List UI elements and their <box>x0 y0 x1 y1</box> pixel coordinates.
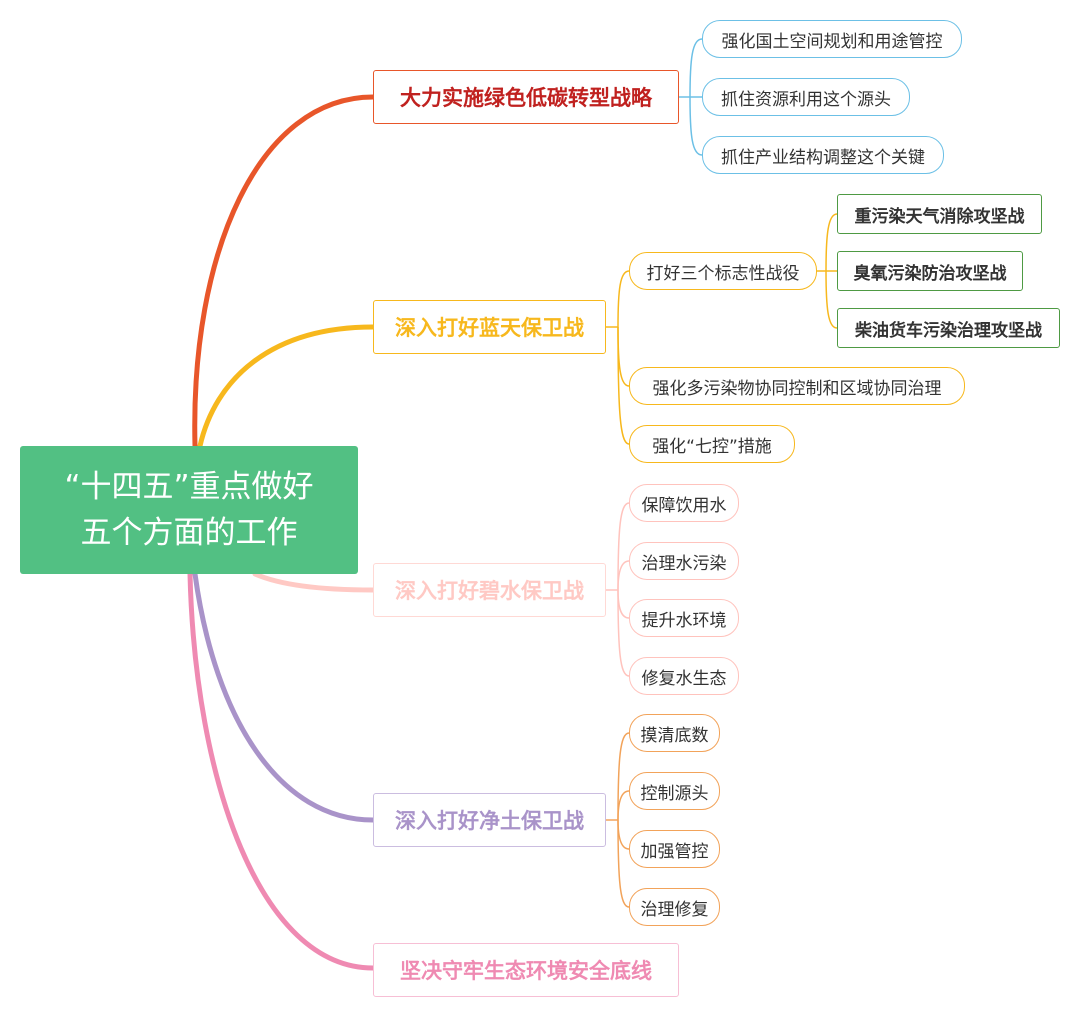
topic-clean-soil-label: 深入打好净土保卫战 <box>395 809 584 833</box>
connector-group-clear-water <box>606 502 630 677</box>
connector-group-lowcarbon <box>679 38 703 156</box>
leaf-label: 臭氧污染防治攻坚战 <box>853 263 1007 284</box>
root-line-1: “十四五”重点做好 <box>64 469 314 505</box>
subtopic-remediation[interactable]: 治理修复 <box>629 888 720 926</box>
connector-clean-soil <box>192 571 376 823</box>
topic-blue-sky-label: 深入打好蓝天保卫战 <box>395 316 584 340</box>
root-topic[interactable]: “十四五”重点做好 五个方面的工作 <box>20 446 358 574</box>
subtopic-label: 加强管控 <box>640 841 709 862</box>
subtopic-label: 保障饮用水 <box>641 495 727 516</box>
subtopic-three-battles[interactable]: 打好三个标志性战役 <box>629 252 817 290</box>
subtopic-water-pollution[interactable]: 治理水污染 <box>629 542 739 580</box>
root-line-2: 五个方面的工作 <box>80 515 298 551</box>
subtopic-drinking-water[interactable]: 保障饮用水 <box>629 484 739 522</box>
leaf-ozone-battle[interactable]: 臭氧污染防治攻坚战 <box>837 251 1023 291</box>
subtopic-label: 摸清底数 <box>640 725 709 746</box>
topic-ecology-safety-label: 坚决守牢生态环境安全底线 <box>400 959 652 983</box>
subtopic-water-environment[interactable]: 提升水环境 <box>629 599 739 637</box>
subtopic-label: 强化国土空间规划和用途管控 <box>721 31 943 52</box>
subtopic-multi-pollutant[interactable]: 强化多污染物协同控制和区域协同治理 <box>629 367 965 405</box>
subtopic-label: 治理修复 <box>640 899 709 920</box>
topic-green-lowcarbon-label: 大力实施绿色低碳转型战略 <box>400 86 652 110</box>
topic-ecology-safety[interactable]: 坚决守牢生态环境安全底线 <box>373 943 679 997</box>
topic-clear-water[interactable]: 深入打好碧水保卫战 <box>373 563 606 617</box>
subtopic-label: 控制源头 <box>640 783 709 804</box>
subtopic-label: 打好三个标志性战役 <box>646 263 800 284</box>
topic-blue-sky[interactable]: 深入打好蓝天保卫战 <box>373 300 606 354</box>
leaf-label: 重污染天气消除攻坚战 <box>854 206 1025 227</box>
subtopic-source-control[interactable]: 控制源头 <box>629 772 720 810</box>
leaf-diesel-truck-battle[interactable]: 柴油货车污染治理攻坚战 <box>837 308 1060 348</box>
subtopic-label: 强化“七控”措施 <box>652 436 772 457</box>
connector-group-clean-soil <box>606 732 630 908</box>
subtopic-industrial-structure[interactable]: 抓住产业结构调整这个关键 <box>702 136 944 174</box>
subtopic-land-planning[interactable]: 强化国土空间规划和用途管控 <box>702 20 962 58</box>
subtopic-label: 抓住资源利用这个源头 <box>721 89 891 110</box>
subtopic-water-ecology[interactable]: 修复水生态 <box>629 657 739 695</box>
connector-ecology <box>187 571 376 971</box>
subtopic-baseline-survey[interactable]: 摸清底数 <box>629 714 720 752</box>
subtopic-label: 治理水污染 <box>641 553 727 574</box>
subtopic-label: 提升水环境 <box>641 610 727 631</box>
subtopic-label: 修复水生态 <box>641 668 727 689</box>
connector-blue-sky <box>197 324 376 449</box>
subtopic-label: 强化多污染物协同控制和区域协同治理 <box>652 378 942 399</box>
topic-clear-water-label: 深入打好碧水保卫战 <box>395 579 584 603</box>
subtopic-label: 抓住产业结构调整这个关键 <box>721 147 925 168</box>
subtopic-resource-use[interactable]: 抓住资源利用这个源头 <box>702 78 910 116</box>
leaf-label: 柴油货车污染治理攻坚战 <box>855 320 1042 341</box>
subtopic-seven-controls[interactable]: 强化“七控”措施 <box>629 425 795 463</box>
connector-green-lowcarbon <box>192 94 376 449</box>
topic-clean-soil[interactable]: 深入打好净土保卫战 <box>373 793 606 847</box>
topic-green-lowcarbon[interactable]: 大力实施绿色低碳转型战略 <box>373 70 679 124</box>
connector-clear-water <box>252 571 376 593</box>
connector-group-blue-sky <box>606 213 838 445</box>
leaf-heavy-pollution-battle[interactable]: 重污染天气消除攻坚战 <box>837 194 1042 234</box>
subtopic-strengthen-control[interactable]: 加强管控 <box>629 830 720 868</box>
